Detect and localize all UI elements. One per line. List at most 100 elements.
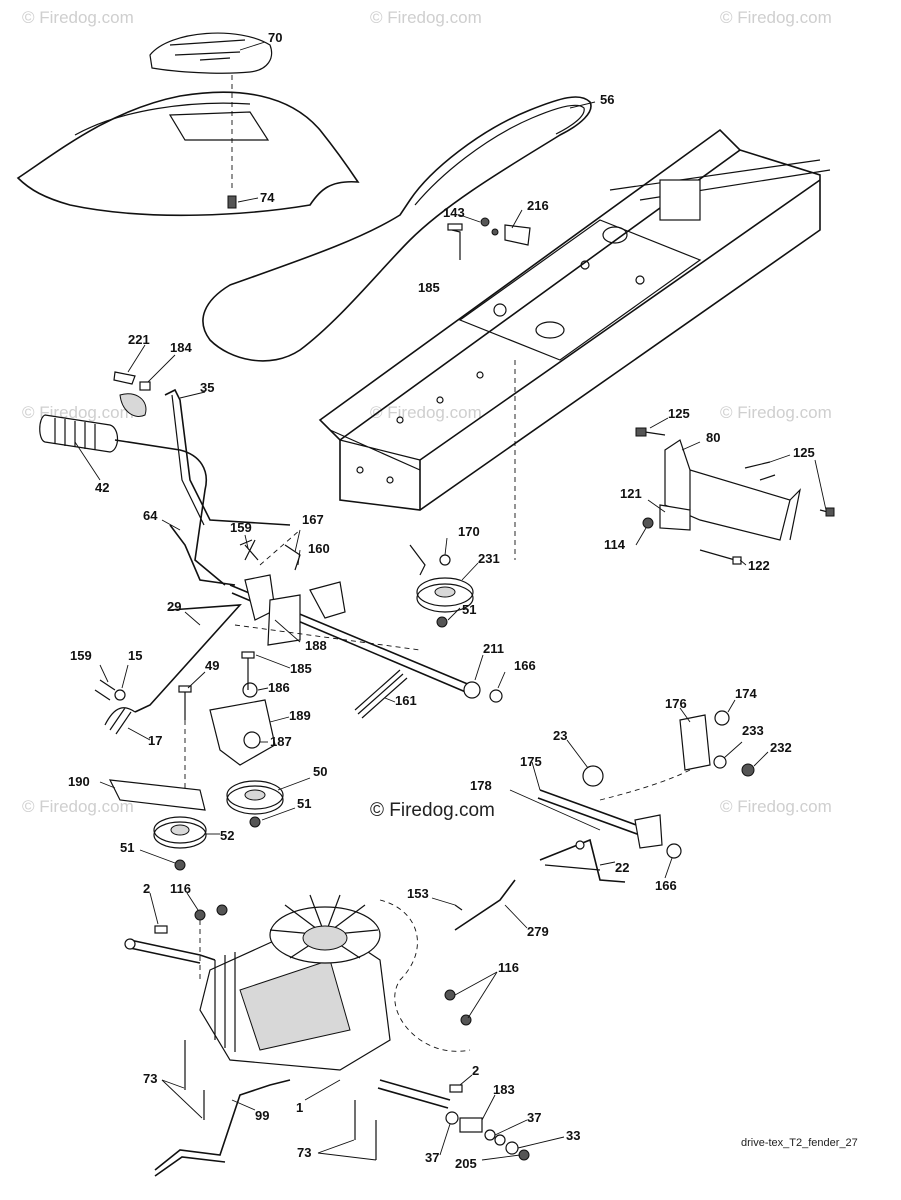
callout-279: 279 xyxy=(527,924,549,939)
callout-178: 178 xyxy=(470,778,492,793)
clip-221-and-184 xyxy=(113,371,151,417)
watermark-top-left: © Firedog.com xyxy=(22,8,134,27)
diagram-code: drive-tex_T2_fender_27 xyxy=(741,1137,858,1149)
lever-22 xyxy=(539,838,626,883)
pulley-50 xyxy=(226,780,284,828)
leader-lines xyxy=(74,41,827,1161)
callout-29: 29 xyxy=(167,599,181,614)
spring-17 xyxy=(104,707,136,735)
callout-189: 189 xyxy=(289,708,311,723)
bolts-73b xyxy=(354,1100,377,1160)
watermark-center: © Firedog.com xyxy=(370,800,495,821)
rod-175 xyxy=(539,789,651,831)
callout-35: 35 xyxy=(200,380,214,395)
washer-37a xyxy=(445,1111,459,1125)
bolt-125a xyxy=(644,431,666,436)
callout-232: 232 xyxy=(770,740,792,755)
callout-37-left: 37 xyxy=(425,1150,439,1165)
callout-64: 64 xyxy=(143,508,158,523)
callout-15: 15 xyxy=(128,648,142,663)
callout-159-lower: 159 xyxy=(70,648,92,663)
bracket-176 xyxy=(679,714,711,771)
callout-labels: 70 56 74 143 216 185 221 184 35 42 125 8… xyxy=(68,30,815,1171)
watermark-mid-left: © Firedog.com xyxy=(22,403,134,422)
drive-belt-56 xyxy=(202,96,592,362)
bushing-183 xyxy=(459,1117,483,1133)
callout-52: 52 xyxy=(220,828,234,843)
callout-153: 153 xyxy=(407,886,429,901)
nut-51c xyxy=(174,859,186,871)
callout-231: 231 xyxy=(478,551,500,566)
rod-29 xyxy=(134,604,242,713)
spacer-170 xyxy=(439,554,451,566)
callout-33: 33 xyxy=(566,1128,580,1143)
bolt-232 xyxy=(741,763,755,777)
pulley-231 xyxy=(409,544,474,628)
callout-185-lower: 185 xyxy=(290,661,312,676)
callout-216: 216 xyxy=(527,198,549,213)
washer-166a xyxy=(489,689,503,703)
callout-1: 1 xyxy=(296,1100,303,1115)
washer-174 xyxy=(714,710,730,726)
callout-114: 114 xyxy=(604,537,626,552)
spacer-186 xyxy=(242,682,258,698)
nut-116a xyxy=(194,909,206,921)
nut-114 xyxy=(642,517,654,529)
nut-51b xyxy=(249,816,261,828)
callout-23: 23 xyxy=(553,728,567,743)
callout-49: 49 xyxy=(205,658,219,673)
callout-143: 143 xyxy=(443,205,465,220)
callout-17: 17 xyxy=(148,733,162,748)
bolts-125b xyxy=(744,461,776,481)
washer-166b xyxy=(666,843,682,859)
callout-184: 184 xyxy=(170,340,192,355)
washer-211 xyxy=(463,681,481,699)
callout-185-upper: 185 xyxy=(418,280,440,295)
callout-2-lower: 2 xyxy=(472,1063,479,1078)
nut-116b xyxy=(444,989,456,1001)
rod-35 xyxy=(164,388,291,526)
callout-187: 187 xyxy=(270,734,292,749)
watermark-low-right: © Firedog.com xyxy=(720,797,832,816)
callout-161: 161 xyxy=(395,693,417,708)
callout-37-right: 37 xyxy=(527,1110,541,1125)
watermark-top-center: © Firedog.com xyxy=(370,8,482,27)
washer-15 xyxy=(114,689,126,701)
callout-166-lower: 166 xyxy=(655,878,677,893)
callout-51-top: 51 xyxy=(462,602,476,617)
frame-bracket-rear xyxy=(659,179,701,221)
fender-outline xyxy=(16,91,360,217)
callout-22: 22 xyxy=(615,860,629,875)
bushing-187 xyxy=(243,731,261,749)
fender-opening xyxy=(168,111,270,141)
fender-assembly xyxy=(16,32,360,217)
callout-211: 211 xyxy=(483,641,504,656)
callout-125-right: 125 xyxy=(793,445,815,460)
bolt-122 xyxy=(699,549,736,561)
fender-cover-detail xyxy=(169,39,246,61)
callout-73-left: 73 xyxy=(143,1071,157,1086)
callout-159-upper: 159 xyxy=(230,520,252,535)
callout-99: 99 xyxy=(255,1108,269,1123)
callout-70: 70 xyxy=(268,30,282,45)
callout-42: 42 xyxy=(95,480,109,495)
washer-33 xyxy=(505,1141,519,1155)
callout-221: 221 xyxy=(128,332,150,347)
frame-chassis xyxy=(318,128,831,560)
watermark-top-right: © Firedog.com xyxy=(720,8,832,27)
fender-screw-74 xyxy=(227,195,237,209)
callout-2-upper: 2 xyxy=(143,881,150,896)
fan-blades xyxy=(269,894,381,964)
callout-205: 205 xyxy=(455,1156,477,1171)
callout-174: 174 xyxy=(735,686,757,701)
rod-99 xyxy=(154,1079,291,1171)
callout-56: 56 xyxy=(600,92,614,107)
callout-188: 188 xyxy=(305,638,327,653)
callout-116-right: 116 xyxy=(498,960,519,975)
fender-crease xyxy=(74,102,251,136)
callout-175: 175 xyxy=(520,754,542,769)
callout-170: 170 xyxy=(458,524,480,539)
spring-161 xyxy=(354,669,408,719)
plate-121 xyxy=(659,504,691,531)
